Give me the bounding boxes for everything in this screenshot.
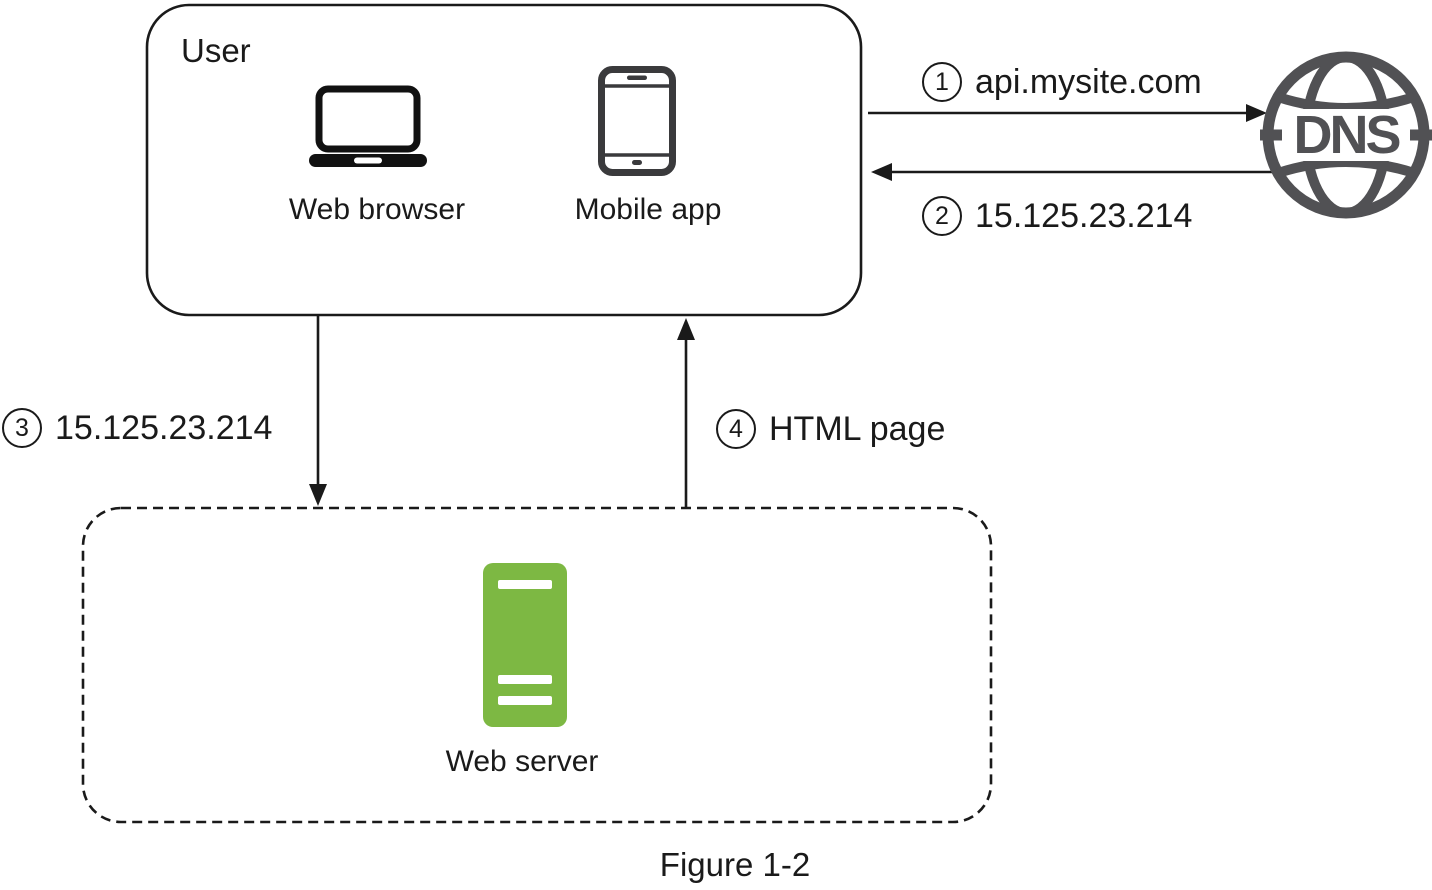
web-browser-label: Web browser [288,193,466,226]
user-box-title: User [181,32,251,69]
smartphone-icon [598,66,676,176]
step-3-text: 15.125.23.214 [55,408,273,447]
step-2-label: 2 15.125.23.214 [922,196,1192,236]
arrow-1 [868,104,1267,122]
step-1-text: api.mysite.com [975,62,1202,101]
dns-globe-icon: DNS [1260,51,1432,219]
mobile-app-label: Mobile app [574,193,722,226]
figure-caption: Figure 1-2 [659,846,811,883]
step-4-number-badge: 4 [716,409,756,449]
step-1-label: 1 api.mysite.com [922,62,1202,102]
step-4-label: 4 HTML page [716,409,945,449]
server-icon [483,563,567,727]
step-1-number-badge: 1 [922,62,962,102]
laptop-icon [309,85,427,167]
dns-label: DNS [1293,105,1399,165]
arrow-3 [309,316,327,506]
step-2-text: 15.125.23.214 [975,196,1193,235]
user-box [145,3,863,317]
web-server-label: Web server [445,745,599,778]
step-2-number-badge: 2 [922,196,962,236]
arrow-4 [677,318,695,507]
web-server-box [81,506,993,824]
step-4-text: HTML page [769,409,946,448]
step-3-label: 3 15.125.23.214 [2,408,272,448]
step-3-number-badge: 3 [2,408,42,448]
arrow-2 [871,163,1272,181]
